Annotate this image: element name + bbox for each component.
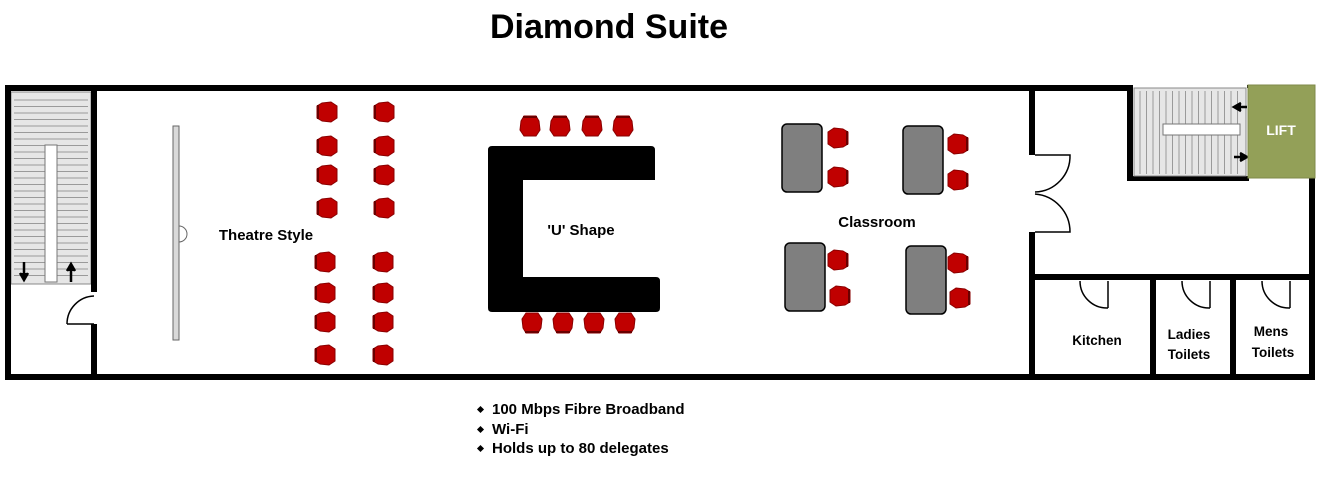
- chair: [316, 197, 338, 219]
- chair: [827, 166, 849, 188]
- theatre-style-label: Theatre Style: [219, 227, 313, 244]
- page-title: Diamond Suite: [490, 8, 728, 46]
- chair: [947, 169, 969, 191]
- chair: [314, 251, 336, 273]
- chair: [314, 311, 336, 333]
- arrow-down-icon: [18, 262, 30, 283]
- lift-label: LIFT: [1266, 122, 1296, 138]
- feature-broadband: 100 Mbps Fibre Broadband: [476, 400, 685, 420]
- chair: [373, 197, 395, 219]
- doors: [66, 154, 1291, 325]
- chair: [947, 133, 969, 155]
- bullet-icon: [476, 425, 485, 433]
- chair: [314, 282, 336, 304]
- chair: [372, 344, 394, 366]
- ladies-toilets-label-1: Ladies: [1168, 327, 1211, 342]
- left-stairwell: [10, 91, 92, 285]
- feature-capacity: Holds up to 80 delegates: [476, 439, 685, 459]
- chair: [373, 101, 395, 123]
- chair: [372, 251, 394, 273]
- classroom-desk: [781, 123, 823, 193]
- chair: [827, 127, 849, 149]
- u-shape-label: 'U' Shape: [547, 222, 614, 239]
- chair: [314, 344, 336, 366]
- arrow-up-icon: [65, 261, 77, 282]
- chair: [581, 115, 603, 137]
- chair: [583, 312, 605, 334]
- classroom-desk: [902, 125, 944, 195]
- chair: [316, 135, 338, 157]
- arrow-right-icon: [1234, 151, 1250, 163]
- chair: [949, 287, 971, 309]
- chairs: [314, 101, 971, 366]
- chair: [316, 101, 338, 123]
- classroom-desk: [905, 245, 947, 315]
- right-stairwell: [1133, 87, 1250, 177]
- chair: [521, 312, 543, 334]
- chair: [829, 285, 851, 307]
- chair: [552, 312, 574, 334]
- u-shape-table: [488, 146, 660, 312]
- chair: [612, 115, 634, 137]
- walls: [5, 85, 1315, 380]
- chair: [519, 115, 541, 137]
- classroom-desk: [784, 242, 826, 312]
- lift: LIFT: [1247, 84, 1316, 179]
- chair: [549, 115, 571, 137]
- mens-toilets-label-1: Mens: [1254, 324, 1289, 339]
- chair: [373, 135, 395, 157]
- bullet-icon: [476, 405, 485, 414]
- kitchen-label: Kitchen: [1072, 333, 1122, 348]
- projection-screen: [172, 125, 188, 341]
- ladies-toilets-label-2: Toilets: [1168, 347, 1211, 362]
- chair: [316, 164, 338, 186]
- classroom-desks: [781, 123, 947, 315]
- chair: [614, 312, 636, 334]
- arrow-left-icon: [1231, 101, 1247, 113]
- chair: [373, 164, 395, 186]
- feature-wifi: Wi-Fi: [476, 420, 685, 440]
- chair: [827, 249, 849, 271]
- features-list: 100 Mbps Fibre Broadband Wi-Fi Holds up …: [476, 400, 685, 459]
- mens-toilets-label-2: Toilets: [1252, 345, 1295, 360]
- chair: [372, 282, 394, 304]
- chair: [947, 252, 969, 274]
- chair: [372, 311, 394, 333]
- bullet-icon: [476, 444, 485, 453]
- classroom-label: Classroom: [838, 214, 916, 231]
